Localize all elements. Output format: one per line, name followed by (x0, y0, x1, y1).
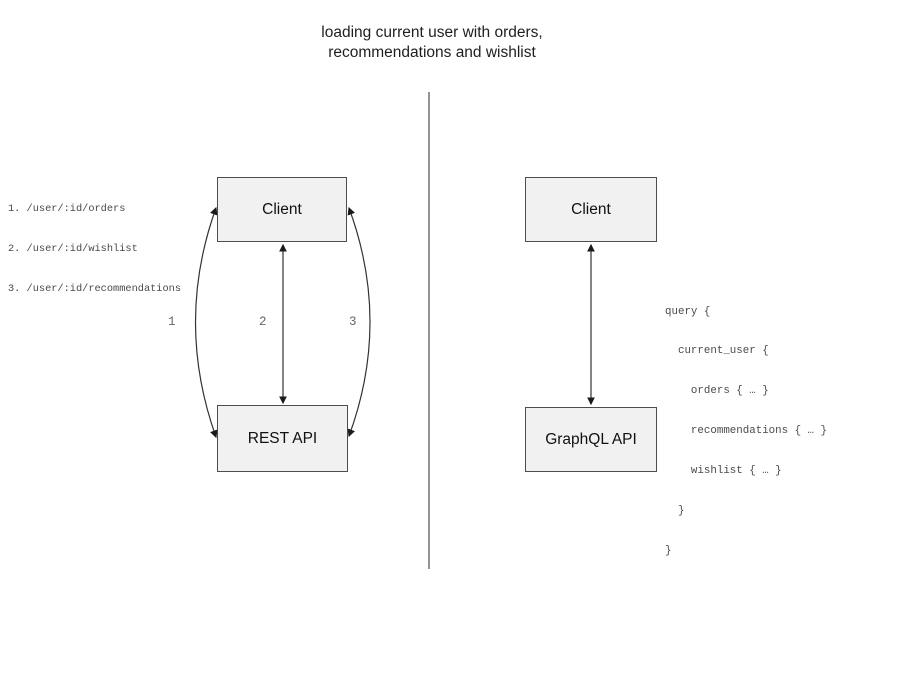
client-box-left: Client (217, 177, 347, 242)
client-box-right: Client (525, 177, 657, 242)
rest-api-box: REST API (217, 405, 348, 472)
graphql-query-snippet: query { current_user { orders { … } reco… (665, 279, 827, 585)
title-line-2: recommendations and wishlist (328, 43, 536, 61)
query-line-2: current_user { (665, 345, 769, 358)
rest-arrow-1-curve (194, 206, 218, 439)
title-line-1: loading current user with orders, (321, 24, 543, 41)
arrow-label-3: 3 (349, 315, 357, 329)
graphql-api-box: GraphQL API (525, 407, 657, 472)
query-line-3: orders { … } (665, 385, 769, 398)
rest-api-box-label: REST API (247, 429, 318, 447)
endpoint-recommendations: 3. /user/:id/recommendations (8, 283, 182, 296)
rest-endpoint-list: 1. /user/:id/orders 2. /user/:id/wishlis… (8, 176, 181, 323)
query-line-6: } (665, 505, 685, 518)
client-box-right-label: Client (571, 200, 611, 218)
query-line-4: recommendations { … } (665, 425, 827, 438)
query-line-7: } (665, 544, 672, 557)
arrow-label-1: 1 (168, 315, 176, 329)
diagram-title: loading current user with orders, recomm… (0, 23, 864, 62)
arrow-label-2: 2 (259, 315, 267, 329)
query-line-1: query { (665, 305, 711, 318)
endpoint-wishlist: 2. /user/:id/wishlist (8, 243, 138, 256)
endpoint-orders: 1. /user/:id/orders (8, 202, 126, 215)
client-box-left-label: Client (262, 200, 302, 218)
query-line-5: wishlist { … } (665, 465, 782, 478)
graphql-api-box-label: GraphQL API (545, 430, 637, 448)
rest-arrow-3-curve (347, 206, 371, 438)
